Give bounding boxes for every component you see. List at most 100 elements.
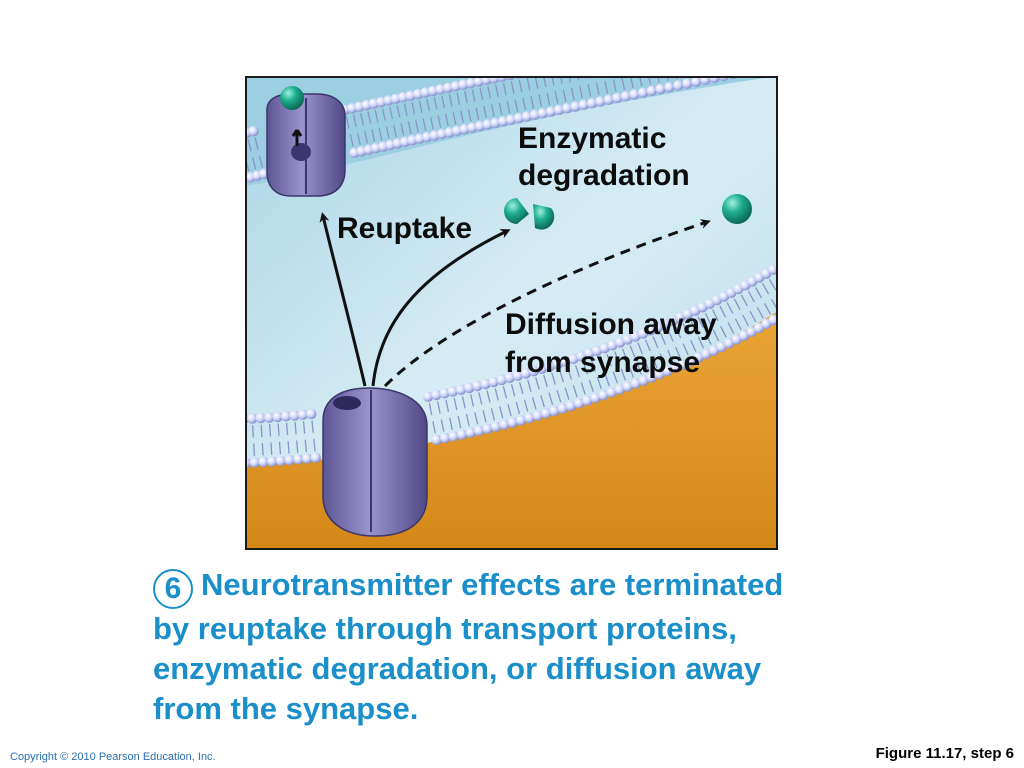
lipid-tail	[389, 106, 397, 138]
lipid-tail	[551, 76, 559, 104]
lipid-head	[768, 314, 778, 326]
lipid-tail	[510, 81, 519, 112]
lipid-tail	[277, 423, 282, 455]
lipid-tail	[535, 377, 545, 408]
lipid-head	[490, 421, 502, 432]
lipid-tail	[526, 78, 535, 109]
lipid-tail	[426, 98, 434, 130]
lipid-tail	[487, 86, 495, 117]
lipid-head	[439, 388, 450, 399]
caption-text-line-1: Neurotransmitter effects are terminated	[201, 567, 784, 602]
lipid-tail	[614, 351, 627, 381]
lipid-tail	[448, 94, 457, 125]
lipid-head	[267, 456, 278, 467]
lipid-head	[532, 410, 544, 421]
lipid-tail	[629, 345, 642, 375]
lipid-head	[272, 411, 283, 423]
lipid-tail	[495, 84, 503, 115]
lipid-tail	[604, 80, 609, 94]
figure-frame	[245, 76, 778, 550]
lipid-head	[682, 78, 693, 89]
lipid-tail	[374, 109, 383, 141]
reuptake-arrow	[319, 212, 367, 387]
lipid-tail	[254, 137, 264, 168]
lipid-tail	[345, 116, 354, 147]
lipid-head	[293, 454, 304, 465]
lipid-head	[524, 412, 535, 424]
lipid-tail	[411, 101, 419, 133]
lipid-tail	[675, 326, 689, 356]
label-diffusion: Diffusion away	[505, 308, 717, 341]
lipid-head	[670, 362, 681, 373]
lipid-tail	[527, 379, 537, 410]
lipid-head	[603, 94, 614, 105]
lipid-head	[481, 76, 492, 86]
lipid-head	[448, 431, 459, 442]
lipid-head	[620, 91, 632, 102]
lipid-tail	[381, 108, 390, 139]
lipid-tail	[666, 76, 669, 81]
membranes	[245, 76, 778, 469]
lipid-head	[463, 382, 475, 394]
lipid-tail	[534, 76, 543, 107]
lipid-tail	[311, 420, 316, 452]
lipid-head	[573, 398, 585, 409]
lipid-head	[553, 104, 565, 116]
lipid-head	[637, 87, 649, 98]
lipid-head	[570, 101, 581, 112]
lipid-head	[289, 410, 300, 421]
lipid-tail	[486, 390, 496, 421]
lipid-head	[497, 116, 509, 127]
lipid-tail	[478, 392, 487, 423]
lipid-head	[490, 117, 501, 129]
lipid-tail	[285, 422, 290, 454]
lipid-head	[488, 376, 499, 388]
lipid-tail	[667, 329, 682, 359]
lipid-tail	[418, 100, 427, 131]
lipid-head	[431, 389, 442, 401]
lipid-tail	[621, 77, 626, 90]
lipid-tail	[494, 388, 504, 419]
lipid-head	[528, 365, 540, 377]
lipid-head	[537, 107, 549, 119]
lipid-head	[275, 455, 287, 466]
lipid-tail	[502, 82, 511, 114]
caption-text-line-4: from the synapse.	[153, 691, 419, 726]
lipid-head	[540, 408, 552, 419]
lipid-head	[455, 384, 467, 395]
lipid-tail	[590, 359, 602, 390]
lipid-tail	[704, 312, 720, 342]
lipid-head	[557, 403, 568, 414]
lipid-tail	[747, 290, 764, 319]
lipid-tail	[479, 87, 487, 119]
lipid-head	[465, 77, 477, 89]
label-degradation: degradation	[518, 159, 690, 192]
lipid-head	[431, 434, 442, 446]
lipid-head	[472, 380, 483, 392]
lipid-tail	[543, 374, 554, 405]
lipid-tail	[574, 364, 586, 395]
lipid-head	[646, 85, 657, 97]
lipid-head	[255, 412, 266, 424]
lipid-tail	[260, 424, 264, 456]
lipid-tail	[712, 309, 727, 338]
lipid-head	[422, 391, 434, 402]
lipid-head	[520, 368, 532, 379]
lipid-head	[664, 82, 675, 93]
degraded-neurotransmitter	[504, 198, 555, 230]
lipid-tail	[510, 384, 521, 415]
label-reuptake: Reuptake	[337, 212, 472, 245]
lipid-tail	[621, 348, 634, 378]
lipid-tail	[644, 339, 658, 369]
synapse-diagram: Enzymatic degradation Reuptake Diffusion…	[245, 76, 778, 550]
lipid-head	[552, 358, 563, 370]
lipid-tail	[433, 97, 442, 128]
lipid-head	[598, 389, 609, 401]
label-enzymatic: Enzymatic	[518, 122, 666, 155]
lipid-head	[630, 378, 641, 389]
lipid-tail	[518, 79, 527, 111]
lipid-head	[512, 370, 524, 381]
lipid-tail	[367, 111, 376, 142]
